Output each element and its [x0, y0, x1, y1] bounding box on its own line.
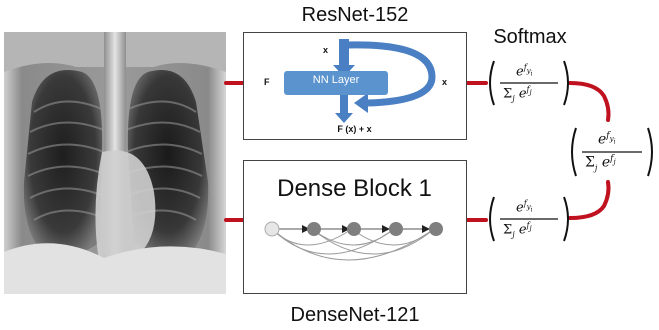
densenet-dense-block: Dense Block 1 — [243, 160, 467, 294]
softmax-formula-bottom: efyi Σj efj — [486, 193, 572, 245]
input-down-arrow — [333, 39, 355, 77]
densenet-title: DenseNet-121 — [290, 304, 420, 326]
resnet-title: ResNet-152 — [301, 4, 409, 26]
softmax-formula-top: efyi Σj efj — [486, 57, 572, 109]
dense-node — [347, 222, 361, 236]
output-down-arrow — [335, 95, 353, 123]
skip-connection-arrow — [347, 41, 436, 107]
output-label: F (x) + x — [337, 124, 372, 134]
softmax-formula-merged: efyi Σj efj — [568, 124, 656, 180]
dense-node-input — [264, 221, 280, 237]
input-f-label: F — [264, 77, 270, 87]
dense-node — [307, 222, 321, 236]
softmax-merge-line-top — [568, 81, 611, 122]
dense-node — [429, 222, 443, 236]
dense-block-title: Dense Block 1 — [277, 175, 432, 202]
softmax-title: Softmax — [493, 26, 567, 48]
nn-layer-label: NN Layer — [312, 74, 360, 86]
resnet-residual-block: NN Layer x F x F (x) + x — [243, 32, 467, 140]
dense-node — [389, 222, 403, 236]
skip-x-label: x — [442, 77, 448, 87]
softmax-merge-line-bottom — [568, 180, 611, 220]
chest-xray-image — [4, 32, 226, 294]
input-x-label: x — [323, 45, 329, 55]
nn-layer-box — [284, 71, 388, 95]
